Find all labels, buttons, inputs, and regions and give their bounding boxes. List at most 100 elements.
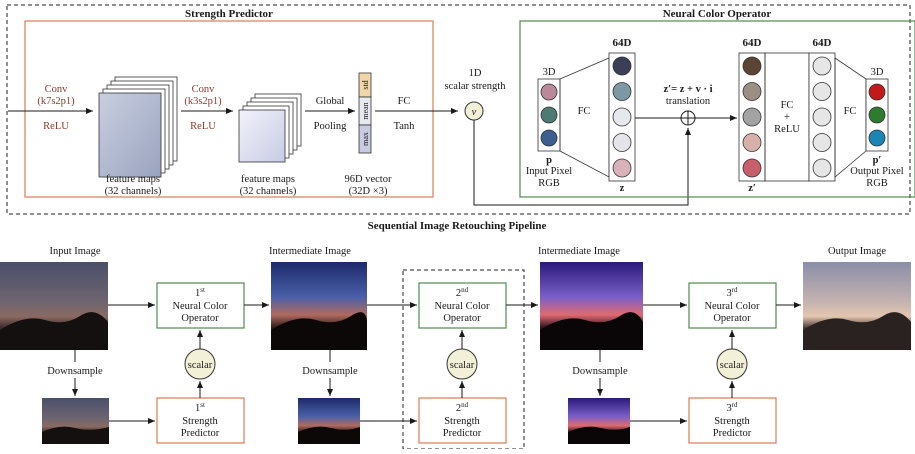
zp-node-1 [742,56,762,76]
intermediate-image-1 [271,262,367,350]
nco-in-rgb: RGB [538,178,560,189]
fc1-label: FC [578,106,591,117]
feature-map-stack-2 [238,93,302,163]
stage3-op-ord: 3rd [726,286,738,299]
zp-node-5 [742,158,762,178]
conv2-label: Conv [192,84,216,95]
stage-3: 3rd Neural Color Operator scalar 3rd Str… [630,282,801,444]
translation-formula: z′= z + v · i [663,84,712,95]
stage1-op-line2: Operator [181,313,219,324]
z-node-3 [612,107,632,127]
scalar-v-symbol: v [472,107,477,118]
global-label: Global [316,96,345,107]
zp-nodes [742,56,762,178]
z-node-5 [612,158,632,178]
h-node-1 [812,56,832,76]
intermediate-image-2 [540,262,643,350]
stage1-pr-line2: Predictor [181,428,220,439]
top-dashed-frame [6,4,911,215]
output-node-2 [868,106,886,124]
strength-predictor-box [24,20,434,198]
translation-label: translation [666,96,711,107]
conv2-params: (k3s2p1) [184,96,222,107]
downsampled-image-3 [568,398,630,444]
nco-out-dim: 3D [871,67,884,78]
fmap1-channels: (32 channels) [105,186,162,197]
conv1-params: (k7s2p1) [37,96,75,107]
stage1-pr-ord: 1st [195,401,205,414]
nco-out-sym: p′ [873,155,882,166]
fc2-plus: + [784,112,790,123]
nco-out-rgb: RGB [866,178,888,189]
input-image [0,262,108,350]
caption-input-image: Input Image [49,246,100,257]
stage1-op-line1: Neural Color [172,301,228,312]
z-nodes [612,56,632,178]
stage1-op-ord: 1st [195,286,205,299]
z-label: z [620,183,625,194]
stage2-pr-line2: Predictor [443,428,482,439]
strength-predictor-title: Strength Predictor [185,8,273,20]
fc2-label: FC [781,100,794,111]
output-node-1 [868,83,886,101]
vec-max: max [361,132,370,146]
relu1-label: ReLU [43,121,69,132]
hid3-dim: 64D [813,37,832,49]
hid1-dim: 64D [613,37,632,49]
fc1-trapezoid [559,57,610,178]
stage1-scalar-label: scalar [188,360,213,371]
scalar-dim: 1D [469,68,482,79]
output-node-3 [868,129,886,147]
nco-in-dim: 3D [543,67,556,78]
stage3-scalar-label: scalar [720,360,745,371]
fmap2-label: feature maps [241,174,295,185]
input-node-2 [540,106,558,124]
zp-node-2 [742,82,762,101]
downsample-label-3: Downsample [572,366,628,377]
fc3-label: FC [844,106,857,117]
vector-96d [358,72,372,154]
fc3-trapezoid [834,57,867,178]
vector-dims: (32D ×3) [349,186,388,197]
z-node-4 [612,133,632,152]
vec-mean: mean [361,102,370,119]
stage1-pr-line1: Strength [182,416,218,427]
input-node-1 [540,83,558,101]
vec-std: std [361,80,370,89]
stage2-scalar-label: scalar [450,360,475,371]
stage2-operator-box [418,282,507,329]
stage3-pr-line2: Predictor [713,428,752,439]
nco-out-label: Output Pixel [850,166,903,177]
input-node-3 [540,129,558,147]
h-node-4 [812,133,832,152]
tanh-label: Tanh [394,121,416,132]
downsample-label-1: Downsample [47,366,103,377]
h-node-2 [812,82,832,101]
caption-output-image: Output Image [828,246,886,257]
nco-input-nodes [540,83,558,147]
stage3-op-line1: Neural Color [704,301,760,312]
h-node-5 [812,158,832,178]
nco-title: Neural Color Operator [663,8,772,20]
fc2-relu: ReLU [774,124,800,135]
vector-label: 96D vector [345,174,392,185]
fmap1-label: feature maps [106,174,160,185]
zp-node-4 [742,133,762,152]
fc-label: FC [398,96,411,107]
zp-node-3 [742,107,762,127]
stage3-predictor-box [688,397,777,444]
scalar-strength-label: scalar strength [445,81,507,92]
fmap2-channels: (32 channels) [240,186,297,197]
stage-1: 1st Neural Color Operator scalar 1st Str… [108,282,269,444]
pipeline-title: Sequential Image Retouching Pipeline [368,220,547,232]
nco-output-nodes [868,83,886,147]
stage2-op-line1: Neural Color [434,301,490,312]
z-node-2 [612,82,632,101]
caption-intermediate-2: Intermediate Image [538,246,620,257]
pooling-label: Pooling [314,121,347,132]
h-nodes [812,56,832,178]
caption-intermediate-1: Intermediate Image [269,246,351,257]
stage3-op-line2: Operator [713,313,751,324]
